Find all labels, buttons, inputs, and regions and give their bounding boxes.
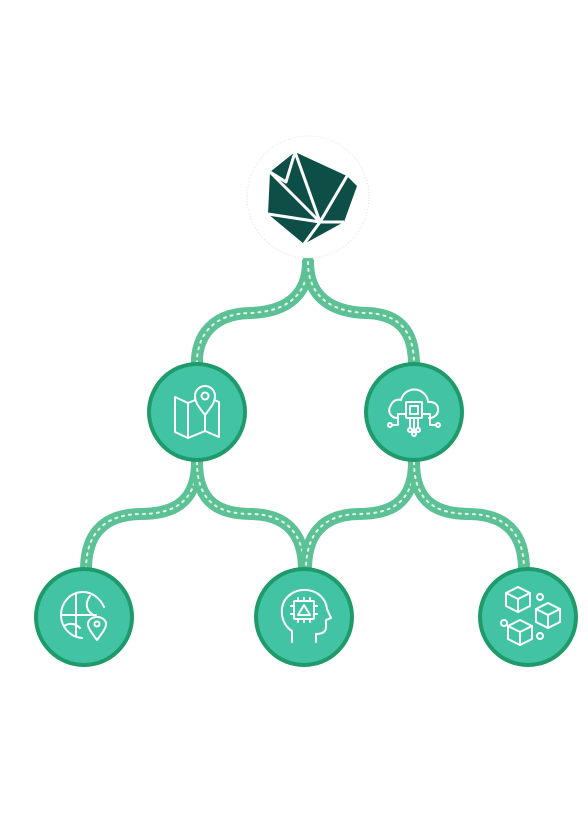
logo-crystal-icon (267, 151, 357, 245)
globe-location-icon (60, 591, 107, 641)
connector-root-right (302, 256, 420, 371)
connector-left-to-center (191, 456, 310, 576)
node-cloud (364, 362, 464, 462)
connector-right-to-far-right (408, 456, 530, 576)
node-blocks (478, 567, 578, 667)
node-ai (254, 567, 354, 667)
ai-head-icon (280, 588, 332, 643)
connectors (80, 256, 530, 576)
connector-left-to-far-left (80, 456, 203, 576)
root-node (246, 135, 370, 259)
node-globe (34, 567, 134, 667)
cloud-chip-icon (387, 388, 441, 437)
map-pin-icon (174, 385, 220, 439)
connector-root-left (190, 256, 314, 371)
blocks-network-icon (500, 586, 561, 646)
node-map (147, 362, 247, 462)
connector-right-to-center (300, 456, 420, 576)
